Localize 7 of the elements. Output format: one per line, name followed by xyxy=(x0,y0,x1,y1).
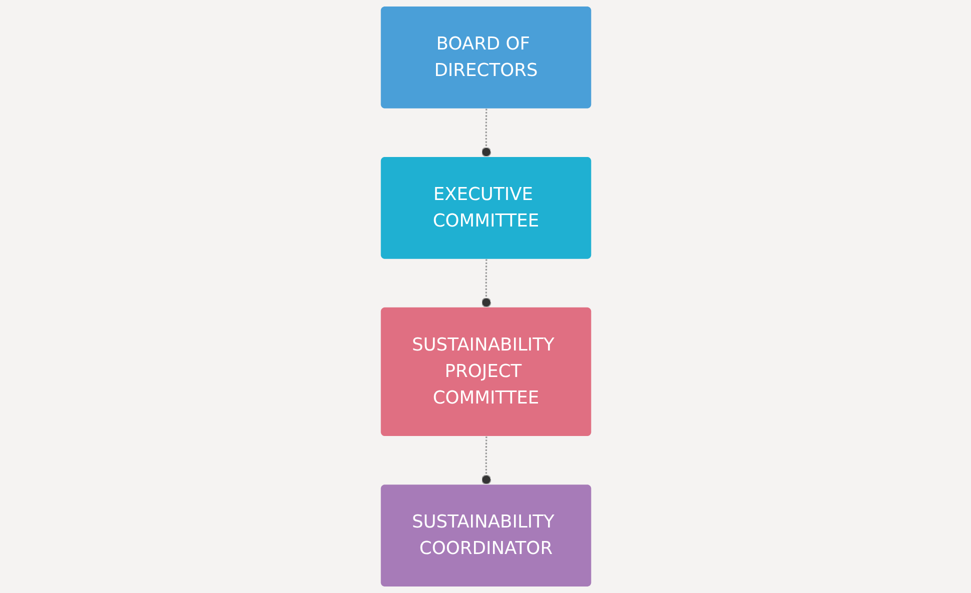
connector xyxy=(480,259,491,308)
node-box: SUSTAINABILITY COORDINATOR xyxy=(380,484,591,587)
node-box: BOARD OF DIRECTORS xyxy=(380,6,591,108)
connector xyxy=(480,108,491,158)
node-box: SUSTAINABILITY PROJECT COMMITTEE xyxy=(380,307,591,436)
connector xyxy=(480,436,491,486)
node-box: EXECUTIVE COMMITTEE xyxy=(380,156,591,259)
